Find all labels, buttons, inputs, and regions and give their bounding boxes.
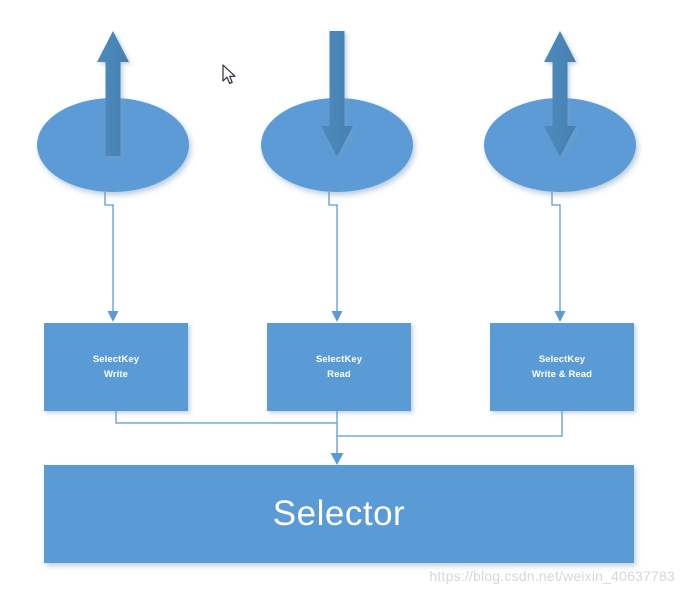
selectkey-box-write[interactable]: SelectKey Write	[44, 323, 188, 411]
selectkey-subtitle: Read	[327, 369, 351, 380]
connector-write-arrowhead	[107, 311, 119, 322]
selectkey-subtitle: Write	[103, 369, 129, 380]
connector-merge-to-selector	[115, 411, 563, 455]
selectkey-subtitle: Write & Read	[531, 369, 593, 380]
selectkey-title: SelectKey	[92, 354, 140, 365]
watermark-url: https://blog.csdn.net/weixin_40637783	[429, 568, 675, 584]
selectkey-box-write-read[interactable]: SelectKey Write & Read	[490, 323, 634, 411]
selectkey-title: SelectKey	[315, 354, 363, 365]
connector-write-read-arrowhead	[554, 311, 566, 322]
connector-read-arrowhead	[331, 311, 343, 322]
arrow-down-icon	[321, 31, 353, 157]
connector-write-read	[551, 192, 561, 313]
connector-selector-arrowhead	[330, 453, 344, 465]
selector-bar[interactable]: Selector	[44, 465, 634, 563]
connector-write	[104, 192, 114, 313]
selectkey-title: SelectKey	[538, 354, 586, 365]
mouse-pointer-icon	[222, 64, 236, 84]
selector-label: Selector	[272, 494, 406, 533]
arrow-up-down-icon	[544, 31, 576, 157]
selectkey-box-read[interactable]: SelectKey Read	[267, 323, 411, 411]
arrow-up-icon	[97, 31, 129, 156]
connector-read	[328, 192, 338, 313]
